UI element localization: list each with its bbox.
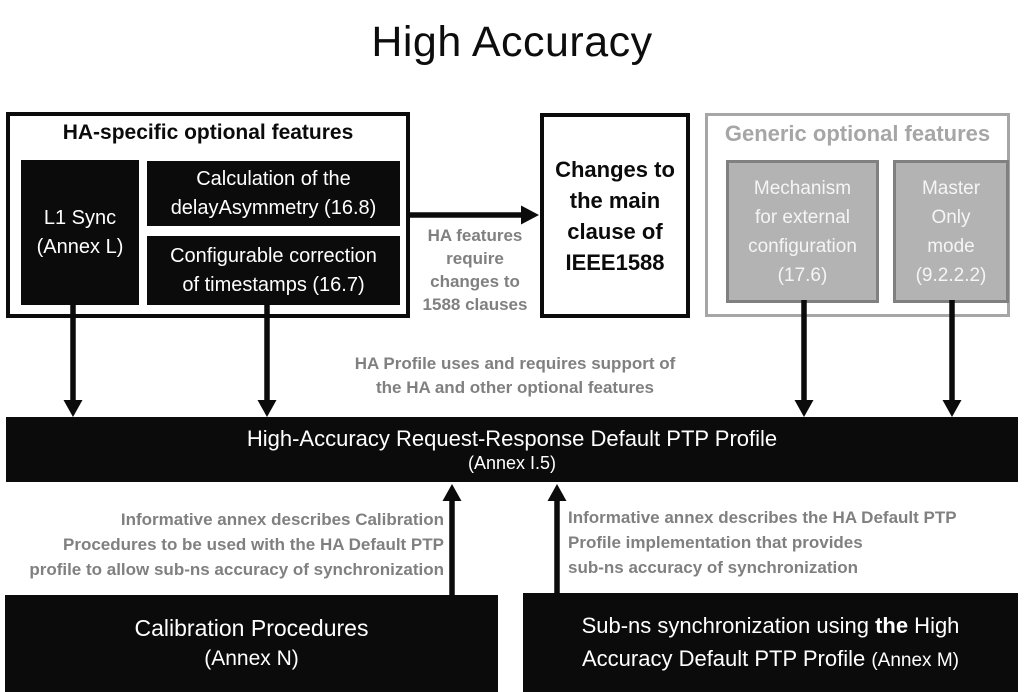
generic-features-title: Generic optional features	[724, 121, 991, 146]
ha-features-require-changes-note: HA features require changes to 1588 clau…	[422, 226, 528, 314]
feature-delay-asymmetry: Calculation of the delayAsymmetry (16.8)	[147, 161, 400, 226]
arrow-masteronly-to-profile	[942, 300, 962, 417]
arrow-subns-to-profile	[547, 484, 567, 593]
arrow-hafeatures-to-changes	[410, 205, 539, 225]
arrow-timestamps-to-profile	[257, 301, 277, 417]
profile-bar-title: High-Accuracy Request-Response Default P…	[246, 426, 778, 451]
calibration-procedures-annex: (Annex N)	[204, 647, 299, 670]
subns-text-pre: Sub-ns synchronization using	[581, 613, 876, 638]
calibration-procedures-box: Calibration Procedures (Annex N)	[5, 595, 498, 692]
page-title: High Accuracy	[371, 18, 653, 66]
subns-text-bold: the	[875, 613, 909, 638]
profile-uses-features-note: HA Profile uses and requires support of …	[354, 354, 676, 397]
calibration-annex-note: Informative annex describes Calibration …	[29, 510, 444, 579]
generic-features-group: Generic optional features Mechanism for …	[705, 113, 1010, 317]
profile-bar-annex: (Annex I.5)	[467, 453, 557, 473]
subns-synchronization-box: Sub-ns synchronization using the High Ac…	[523, 593, 1018, 692]
arrow-l1sync-to-profile	[63, 301, 83, 417]
changes-to-ieee1588-box: Changes to the main clause of IEEE1588	[540, 113, 690, 318]
subns-annex: (Annex M)	[871, 650, 959, 671]
feature-external-configuration: Mechanism for external configuration (17…	[726, 160, 879, 303]
subns-annex-note: Informative annex describes the HA Defau…	[568, 508, 957, 577]
calibration-procedures-title: Calibration Procedures	[134, 615, 369, 641]
subns-text-post: High Accuracy Default PTP Profile	[581, 613, 960, 671]
ha-specific-features-title: HA-specific optional features	[62, 121, 354, 144]
arrow-calibration-to-profile	[442, 484, 462, 595]
feature-master-only: Master Only mode (9.2.2.2)	[893, 160, 1009, 303]
feature-l1-sync: L1 Sync (Annex L)	[21, 160, 139, 305]
arrow-externalconfig-to-profile	[794, 300, 814, 417]
ha-specific-features-group: HA-specific optional features L1 Sync (A…	[6, 112, 410, 318]
feature-configurable-correction: Configurable correction of timestamps (1…	[147, 236, 400, 305]
ha-default-ptp-profile-bar: High-Accuracy Request-Response Default P…	[6, 417, 1018, 482]
